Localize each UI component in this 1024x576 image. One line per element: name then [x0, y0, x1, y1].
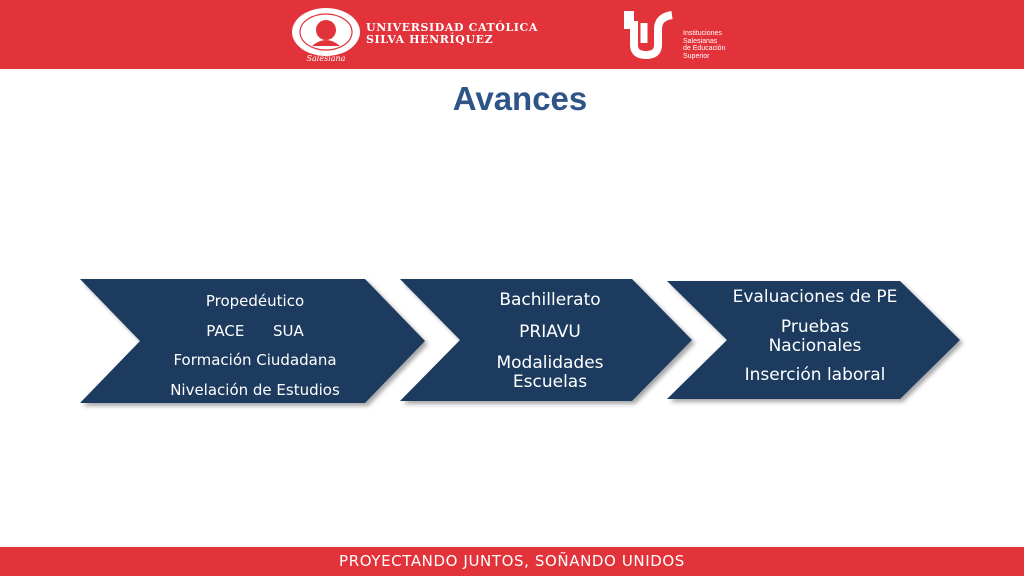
chevron-3-line: Inserción laboral [744, 365, 886, 385]
process-chevrons [80, 279, 960, 403]
chevron-3-text: Evaluaciones de PE Pruebas Nacionales In… [720, 284, 910, 388]
chevron-shape-1 [80, 279, 425, 403]
university-name-line2: SILVA HENRÍQUEZ [366, 33, 494, 46]
chevron-2-line: PRIAVU [519, 322, 581, 342]
footer-text: PROYECTANDO JUNTOS, SOÑANDO UNIDOS [339, 552, 685, 570]
chevron-3-line: Pruebas [780, 317, 850, 337]
ies-logo-icon [624, 11, 673, 60]
ies-name: Instituciones Salesianas de Educación Su… [683, 30, 725, 60]
chevron-1-line: Nivelación de Estudios [170, 380, 340, 399]
slide-title: Avances [452, 80, 588, 117]
university-seal-icon: Salesiana [292, 8, 360, 63]
chevron-1-line: PACE SUA [206, 321, 304, 340]
chevron-shape-2 [400, 279, 692, 401]
svg-text:Salesiana: Salesiana [307, 54, 346, 63]
chevron-2-line: Modalidades [496, 353, 604, 373]
chevron-2-line: Escuelas [512, 372, 588, 392]
ies-line: de Educación [683, 45, 726, 52]
chevron-1-line: Propedéutico [205, 292, 305, 310]
university-name-line1: UNIVERSIDAD CATÓLICA [366, 21, 539, 34]
chevron-shape-3 [667, 281, 960, 399]
chevron-2-text: Bachillerato PRIAVU Modalidades Escuelas [460, 284, 640, 392]
header-bar: Salesiana UNIVERSIDAD CATÓLICA SILVA HEN… [0, 0, 1024, 69]
chevron-1-text: Propedéutico PACE SUA Formación Ciudadan… [140, 287, 370, 405]
university-name: UNIVERSIDAD CATÓLICA SILVA HENRÍQUEZ [366, 22, 538, 46]
chevron-3-line: Nacionales [768, 336, 862, 356]
chevron-2-line: Bachillerato [499, 290, 601, 310]
ies-line: Superior [683, 52, 710, 60]
ies-line: Salesianas [683, 37, 718, 45]
footer-bar: PROYECTANDO JUNTOS, SOÑANDO UNIDOS [0, 547, 1024, 576]
chevron-3-line: Evaluaciones de PE [732, 287, 898, 307]
chevron-1-line: Formación Ciudadana [173, 351, 337, 369]
ies-line: Instituciones [683, 30, 722, 37]
